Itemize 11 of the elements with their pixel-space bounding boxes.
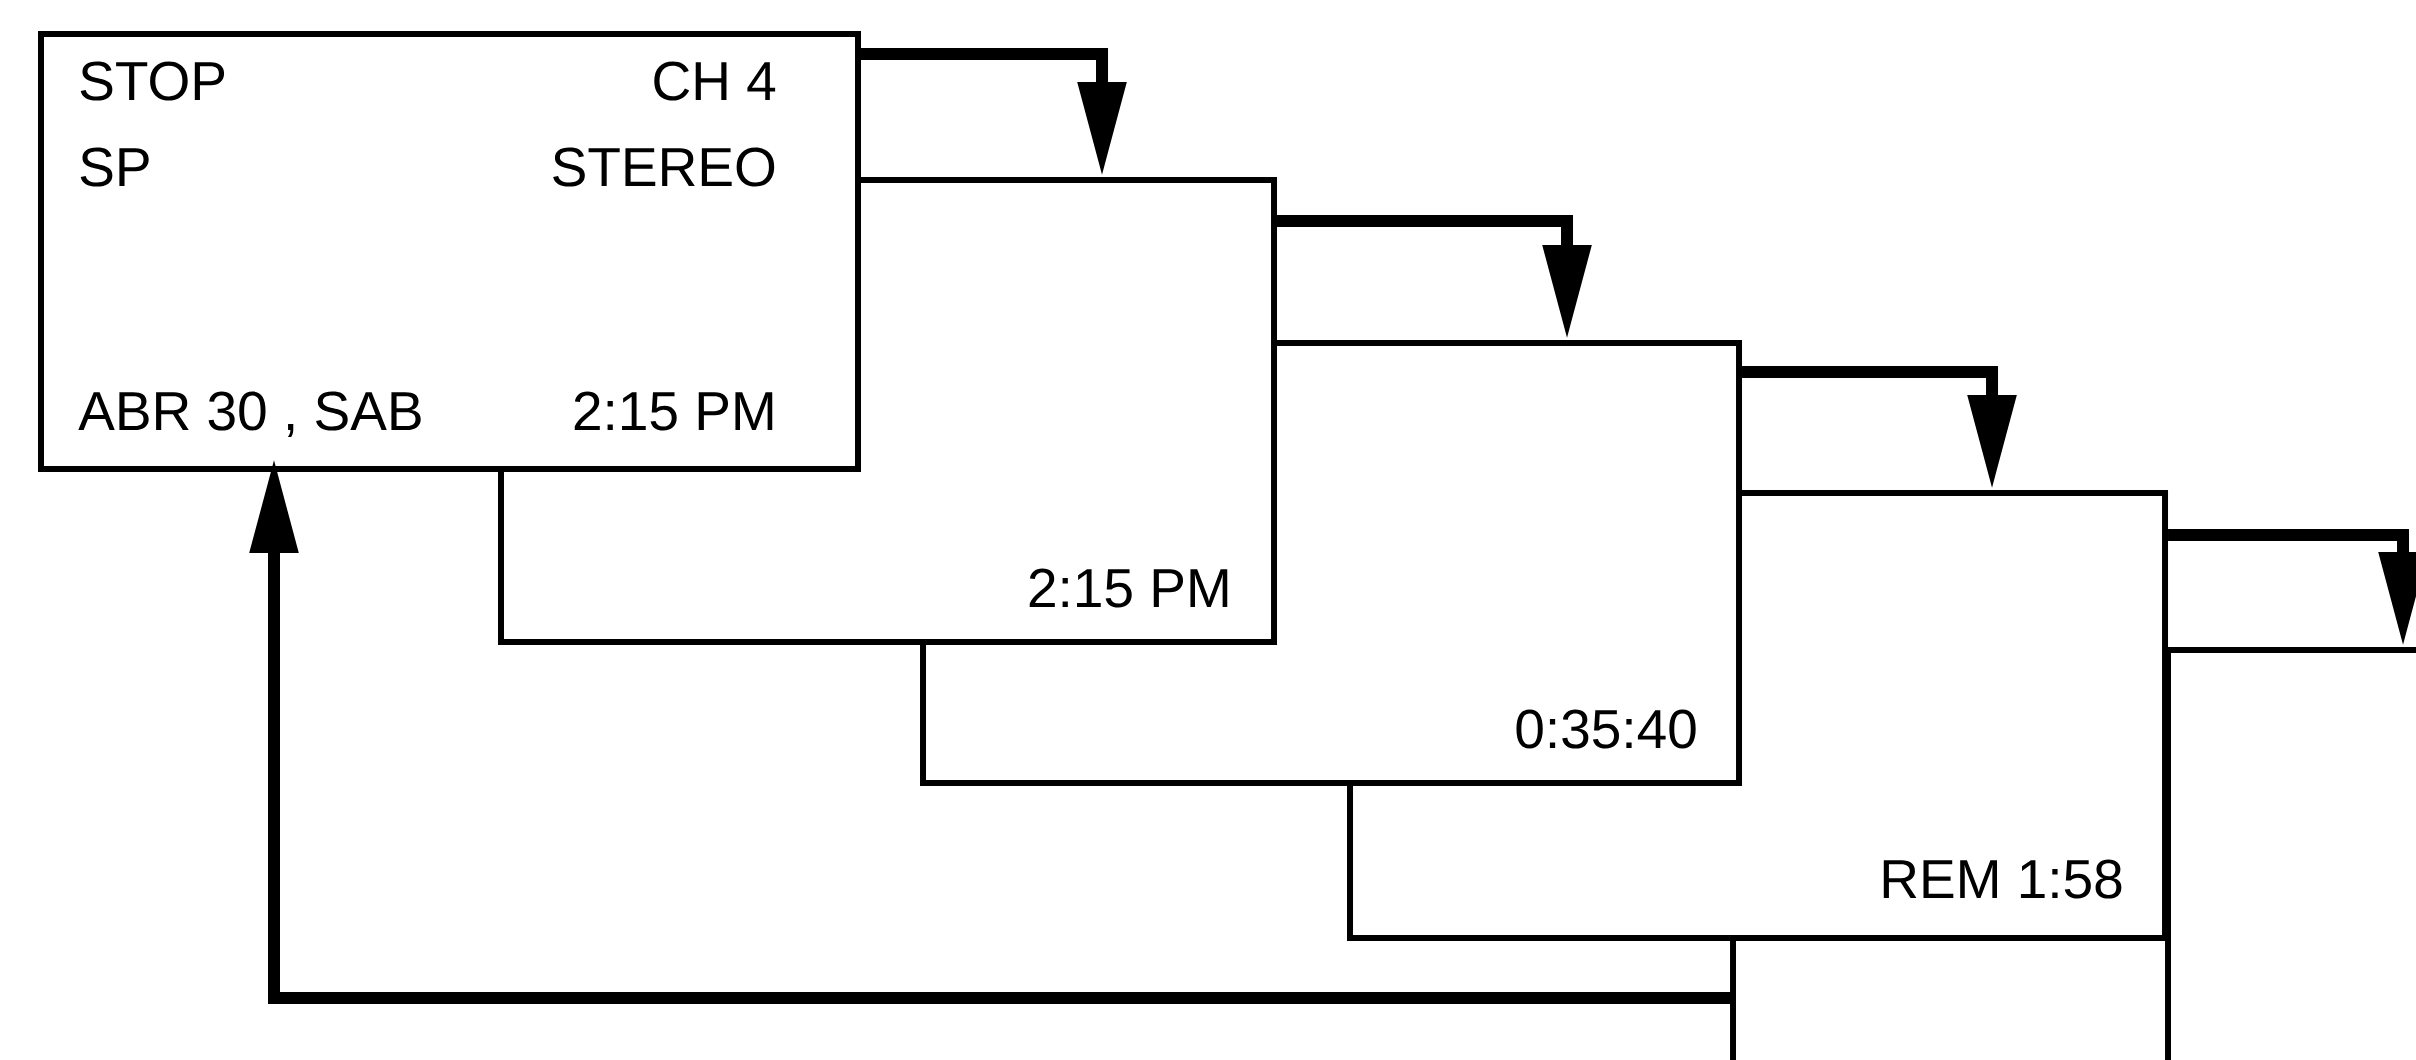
display-text: CH 4 xyxy=(654,61,776,101)
display-text: REM 1:58 xyxy=(1883,859,2122,899)
display-text: SP xyxy=(80,147,149,187)
connector-line xyxy=(1730,941,1736,1060)
display-screen xyxy=(2165,647,2416,1060)
display-text: 2:15 PM xyxy=(1029,568,1228,608)
display-text: STOP xyxy=(80,61,225,101)
display-text: STEREO xyxy=(553,147,775,187)
display-text: 0:35:40 xyxy=(1516,709,1696,749)
display-text: 2:15 PM xyxy=(574,391,773,431)
display-text: ABR 30 , SAB xyxy=(78,391,421,438)
